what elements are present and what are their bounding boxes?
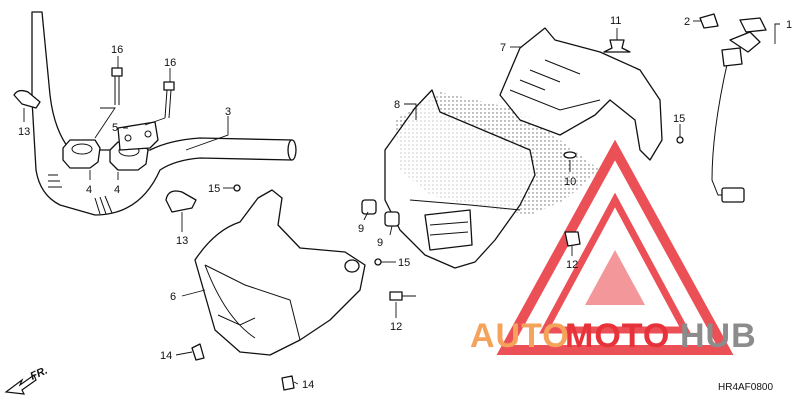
- watermark-moto: MOTO: [565, 317, 670, 355]
- bolt-12-a: [389, 291, 416, 301]
- inner-fairing: [499, 27, 663, 161]
- callout-9-a: 9: [358, 223, 364, 235]
- collar-9-a: [361, 199, 377, 215]
- diagram-code: HR4AF0800: [718, 382, 773, 393]
- callout-2: 2: [684, 16, 690, 28]
- watermark-hub: HUB: [680, 317, 757, 355]
- callout-3: 3: [225, 106, 231, 118]
- callout-4-left: 4: [86, 184, 92, 196]
- grommet-10: [563, 151, 577, 159]
- callout-16-left: 16: [111, 44, 123, 56]
- screw-14-b: [281, 375, 295, 391]
- bolt-16-left: [111, 67, 123, 105]
- watermark-auto: AUTO: [470, 317, 570, 355]
- callout-16-right: 16: [164, 57, 176, 69]
- cap-2: [699, 13, 719, 29]
- screw-14-a: [191, 343, 205, 361]
- callout-14-a: 14: [160, 350, 172, 362]
- bolt-12-b: [564, 231, 581, 247]
- direction-arrow: FR.: [4, 365, 50, 395]
- wire-band-right: [165, 190, 197, 213]
- direction-label: FR.: [28, 365, 49, 383]
- callout-labels: 1 2 3 4 4 5 6 7 8 9 9 10 11 12 12 13 13 …: [18, 15, 792, 391]
- socket-wire: [711, 17, 767, 203]
- handlebar: [31, 11, 297, 216]
- clip-11: [603, 39, 631, 53]
- callout-15-a: 15: [208, 183, 220, 195]
- callout-15-b: 15: [398, 257, 410, 269]
- screw-15-c: [676, 136, 684, 144]
- callout-11: 11: [610, 15, 621, 27]
- callout-9-b: 9: [377, 237, 383, 249]
- callout-12-b: 12: [566, 259, 578, 271]
- meter-panel: [384, 89, 600, 269]
- wire-band-left: [13, 89, 41, 109]
- callout-13-right: 13: [176, 235, 188, 247]
- callout-15-c: 15: [673, 113, 685, 125]
- screw-15-a: [233, 184, 241, 192]
- collar-9-b: [384, 211, 400, 227]
- callout-1: 1: [786, 19, 792, 31]
- screw-15-b: [374, 258, 382, 266]
- watermark-text: AUTO MOTO HUB: [470, 317, 757, 355]
- callout-10: 10: [564, 176, 576, 188]
- callout-13-left: 13: [18, 126, 30, 138]
- bolt-16-right: [163, 81, 175, 119]
- callout-4-right: 4: [114, 184, 120, 196]
- callout-5: 5: [112, 122, 118, 134]
- callout-12-a: 12: [390, 321, 402, 333]
- callout-14-b: 14: [302, 379, 314, 391]
- holder-plate: [117, 121, 159, 151]
- headlight-cover: [194, 189, 366, 356]
- callout-8: 8: [394, 99, 400, 111]
- leader-lines: [23, 20, 780, 385]
- handlebar-holder-left: [62, 139, 101, 169]
- callout-7: 7: [500, 42, 506, 54]
- watermark-triangle: [496, 139, 734, 355]
- callout-6: 6: [170, 291, 176, 303]
